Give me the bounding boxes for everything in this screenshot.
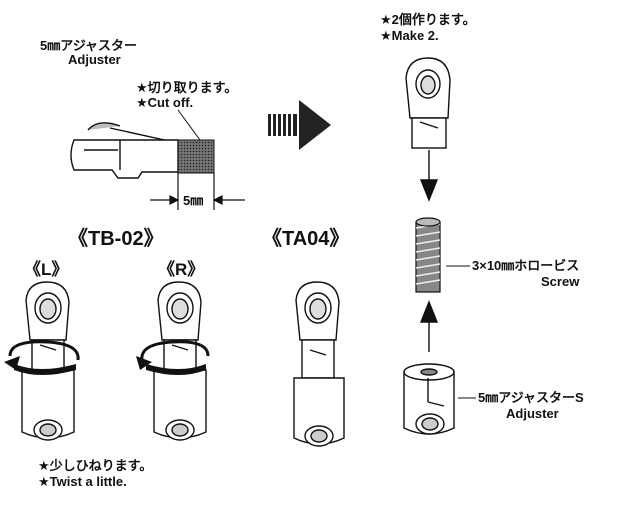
arrow-down-icon <box>419 150 439 202</box>
group-tb02-title: 《TB-02》 <box>68 228 164 250</box>
cut-off-section <box>177 139 215 174</box>
adjuster-label-jp: 5㎜アジャスター <box>40 38 138 53</box>
cut-note-jp: ★切り取ります。 <box>136 80 238 95</box>
adjuster-s-illustration <box>403 363 455 435</box>
twist-arrow-right-icon <box>136 340 210 375</box>
group-right-title: 《R》 <box>158 260 205 279</box>
arrow-up-icon <box>419 300 439 352</box>
screw-label-en: Screw <box>541 274 580 289</box>
adjuster-s-label-jp: 5㎜アジャスターS <box>478 390 584 405</box>
group-left-title: 《L》 <box>24 260 69 279</box>
group-ta04-title: 《TA04》 <box>262 228 350 250</box>
make-two-en: ★Make 2. <box>380 28 439 43</box>
adjuster-right-illustration <box>153 281 207 441</box>
cut-adjuster-illustration <box>70 122 179 179</box>
cut-note-en: ★Cut off. <box>136 95 194 110</box>
make-two-jp: ★2個作ります。 <box>380 12 476 27</box>
adjuster-s-label-en: Adjuster <box>506 406 559 421</box>
adjuster-left-illustration <box>21 281 75 441</box>
screw-label-jp: 3×10㎜ホロービス <box>472 258 580 273</box>
dimension-5mm <box>150 173 245 210</box>
twist-note-jp: ★少しひねります。 <box>38 458 153 473</box>
twist-note-en: ★Twist a little. <box>38 474 127 489</box>
dimension-label: 5㎜ <box>183 193 204 208</box>
direction-arrow-icon <box>268 100 331 150</box>
adjuster-ta04-illustration <box>293 281 345 447</box>
adjuster-label-en: Adjuster <box>68 52 121 67</box>
adjuster-top-illustration <box>405 57 451 149</box>
screw-illustration <box>415 217 441 293</box>
cut-note-leader <box>177 109 201 141</box>
twist-arrow-left-icon <box>4 340 80 375</box>
